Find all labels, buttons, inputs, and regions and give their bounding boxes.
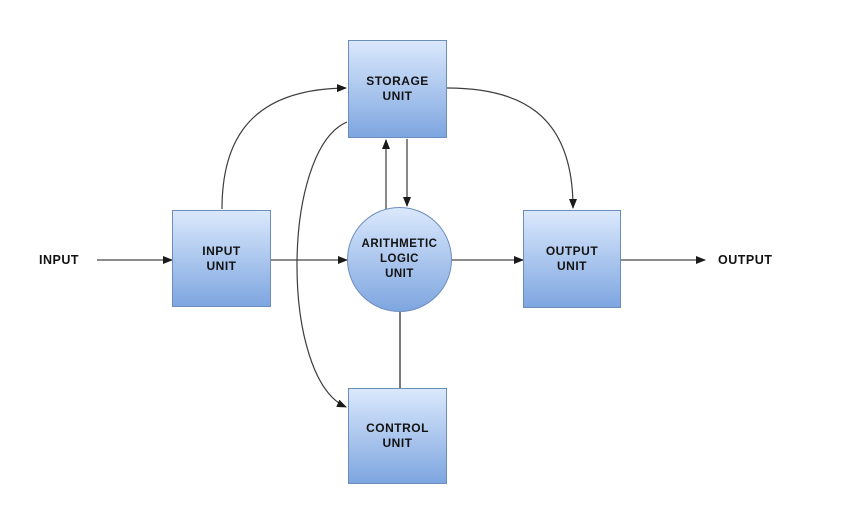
output-unit-node: OUTPUT UNIT: [523, 210, 621, 308]
input-unit-node: INPUT UNIT: [172, 210, 271, 307]
arithmetic-logic-unit-node: ARITHMETIC LOGIC UNIT: [347, 207, 452, 312]
input-label: INPUT: [39, 253, 79, 267]
storage-unit-node: STORAGE UNIT: [348, 40, 447, 138]
edge-input-unit-to-storage-unit: [221, 84, 347, 210]
control-unit-node: CONTROL UNIT: [348, 388, 447, 484]
edge-storage-unit-to-output-unit: [446, 87, 577, 209]
edge-storage-unit-to-control-unit: [296, 121, 348, 408]
output-label: OUTPUT: [718, 253, 773, 267]
